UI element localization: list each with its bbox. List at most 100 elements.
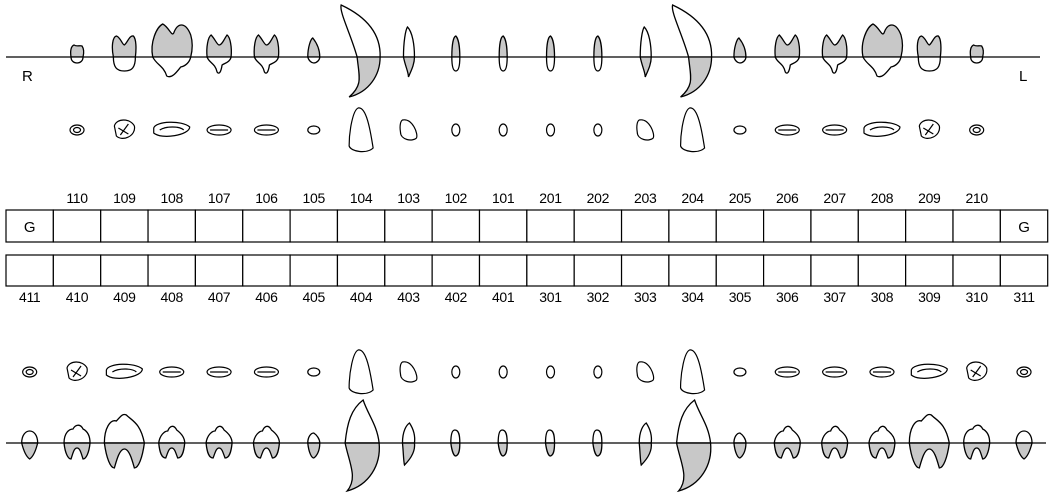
lower-grade-cell[interactable] <box>953 255 1000 286</box>
upper-tooth-208[interactable] <box>862 24 902 77</box>
upper-tooth-103[interactable] <box>403 27 414 77</box>
upper-tooth-occlusal-203[interactable] <box>637 120 654 140</box>
lower-tooth-409[interactable] <box>104 414 144 468</box>
upper-grade-cell[interactable] <box>337 210 384 242</box>
lower-tooth-410[interactable] <box>64 425 90 459</box>
upper-grade-cell[interactable] <box>290 210 337 242</box>
lower-tooth-occlusal-404[interactable] <box>349 350 373 394</box>
upper-tooth-105[interactable] <box>308 38 320 63</box>
lower-grade-cell[interactable] <box>622 255 669 286</box>
upper-tooth-202[interactable] <box>594 36 602 71</box>
lower-tooth-408[interactable] <box>159 426 185 458</box>
lower-tooth-311[interactable] <box>1016 431 1032 459</box>
upper-tooth-110[interactable] <box>71 45 84 63</box>
upper-tooth-occlusal-107[interactable] <box>207 125 231 135</box>
upper-tooth-209[interactable] <box>917 36 941 71</box>
lower-tooth-occlusal-302[interactable] <box>594 366 602 378</box>
upper-tooth-occlusal-202[interactable] <box>594 124 602 136</box>
lower-grade-cell[interactable] <box>669 255 716 286</box>
upper-tooth-102[interactable] <box>452 36 460 71</box>
lower-tooth-occlusal-307[interactable] <box>823 367 847 377</box>
upper-tooth-occlusal-109[interactable] <box>114 120 134 138</box>
lower-tooth-309[interactable] <box>909 414 949 468</box>
upper-tooth-occlusal-201[interactable] <box>547 124 555 136</box>
upper-tooth-109[interactable] <box>112 36 136 71</box>
lower-tooth-occlusal-305[interactable] <box>734 368 746 376</box>
lower-tooth-310[interactable] <box>964 425 990 459</box>
lower-tooth-305[interactable] <box>734 433 746 458</box>
upper-grade-cell[interactable] <box>953 210 1000 242</box>
upper-grade-cell[interactable] <box>669 210 716 242</box>
lower-grade-cell[interactable] <box>811 255 858 286</box>
lower-grade-cell[interactable] <box>148 255 195 286</box>
upper-tooth-107[interactable] <box>207 35 232 73</box>
lower-tooth-406[interactable] <box>253 426 279 458</box>
lower-tooth-407[interactable] <box>206 426 232 458</box>
upper-tooth-203[interactable] <box>640 27 651 77</box>
upper-tooth-occlusal-207[interactable] <box>823 125 847 135</box>
upper-tooth-occlusal-205[interactable] <box>734 126 746 134</box>
upper-grade-cell[interactable] <box>432 210 479 242</box>
upper-grade-cell[interactable] <box>906 210 953 242</box>
lower-tooth-occlusal-411[interactable] <box>23 367 37 377</box>
lower-grade-cell[interactable] <box>432 255 479 286</box>
lower-tooth-occlusal-409[interactable] <box>106 364 142 378</box>
upper-tooth-207[interactable] <box>822 35 847 73</box>
lower-grade-cell[interactable] <box>337 255 384 286</box>
lower-grade-cell[interactable] <box>101 255 148 286</box>
lower-tooth-occlusal-309[interactable] <box>911 364 947 378</box>
upper-grade-cell[interactable] <box>53 210 100 242</box>
lower-grade-cell[interactable] <box>290 255 337 286</box>
upper-grade-cell[interactable] <box>527 210 574 242</box>
lower-tooth-occlusal-407[interactable] <box>207 367 231 377</box>
lower-tooth-occlusal-301[interactable] <box>547 366 555 378</box>
lower-tooth-occlusal-406[interactable] <box>254 367 278 377</box>
upper-tooth-occlusal-206[interactable] <box>775 125 799 135</box>
lower-tooth-occlusal-310[interactable] <box>967 362 987 380</box>
lower-grade-cell[interactable] <box>1000 255 1047 286</box>
upper-grade-cell[interactable] <box>148 210 195 242</box>
upper-tooth-occlusal-104[interactable] <box>349 108 373 152</box>
lower-grade-cell[interactable] <box>243 255 290 286</box>
upper-tooth-occlusal-101[interactable] <box>499 124 507 136</box>
lower-tooth-304[interactable] <box>677 400 711 491</box>
lower-tooth-occlusal-403[interactable] <box>400 362 417 382</box>
lower-grade-cell[interactable] <box>716 255 763 286</box>
upper-tooth-occlusal-108[interactable] <box>154 122 190 136</box>
upper-grade-cell[interactable] <box>385 210 432 242</box>
upper-grade-cell[interactable] <box>764 210 811 242</box>
upper-tooth-occlusal-103[interactable] <box>400 120 417 140</box>
lower-grade-cell[interactable] <box>53 255 100 286</box>
lower-grade-cell[interactable] <box>6 255 53 286</box>
lower-grade-cell[interactable] <box>527 255 574 286</box>
upper-tooth-occlusal-208[interactable] <box>864 122 900 136</box>
upper-grade-cell[interactable] <box>811 210 858 242</box>
upper-tooth-205[interactable] <box>734 38 746 63</box>
lower-tooth-occlusal-311[interactable] <box>1017 367 1031 377</box>
lower-tooth-303[interactable] <box>639 423 651 465</box>
lower-tooth-occlusal-308[interactable] <box>870 367 894 377</box>
upper-tooth-206[interactable] <box>775 35 800 73</box>
lower-grade-cell[interactable] <box>574 255 621 286</box>
lower-grade-cell[interactable] <box>480 255 527 286</box>
upper-grade-cell[interactable] <box>195 210 242 242</box>
lower-tooth-occlusal-304[interactable] <box>681 350 705 394</box>
upper-tooth-106[interactable] <box>254 35 279 73</box>
lower-tooth-occlusal-410[interactable] <box>67 362 87 380</box>
lower-tooth-403[interactable] <box>402 423 414 465</box>
lower-tooth-occlusal-306[interactable] <box>775 367 799 377</box>
upper-tooth-occlusal-106[interactable] <box>254 125 278 135</box>
upper-tooth-occlusal-105[interactable] <box>308 126 320 134</box>
lower-grade-cell[interactable] <box>858 255 905 286</box>
upper-tooth-210[interactable] <box>970 45 983 63</box>
lower-tooth-occlusal-405[interactable] <box>308 368 320 376</box>
upper-grade-cell[interactable] <box>480 210 527 242</box>
lower-grade-cell[interactable] <box>764 255 811 286</box>
upper-grade-cell[interactable] <box>243 210 290 242</box>
lower-grade-cell[interactable] <box>906 255 953 286</box>
lower-tooth-307[interactable] <box>822 426 848 458</box>
upper-tooth-occlusal-110[interactable] <box>70 125 84 135</box>
lower-tooth-306[interactable] <box>774 426 800 458</box>
lower-tooth-occlusal-303[interactable] <box>637 362 654 382</box>
lower-tooth-405[interactable] <box>308 433 320 458</box>
